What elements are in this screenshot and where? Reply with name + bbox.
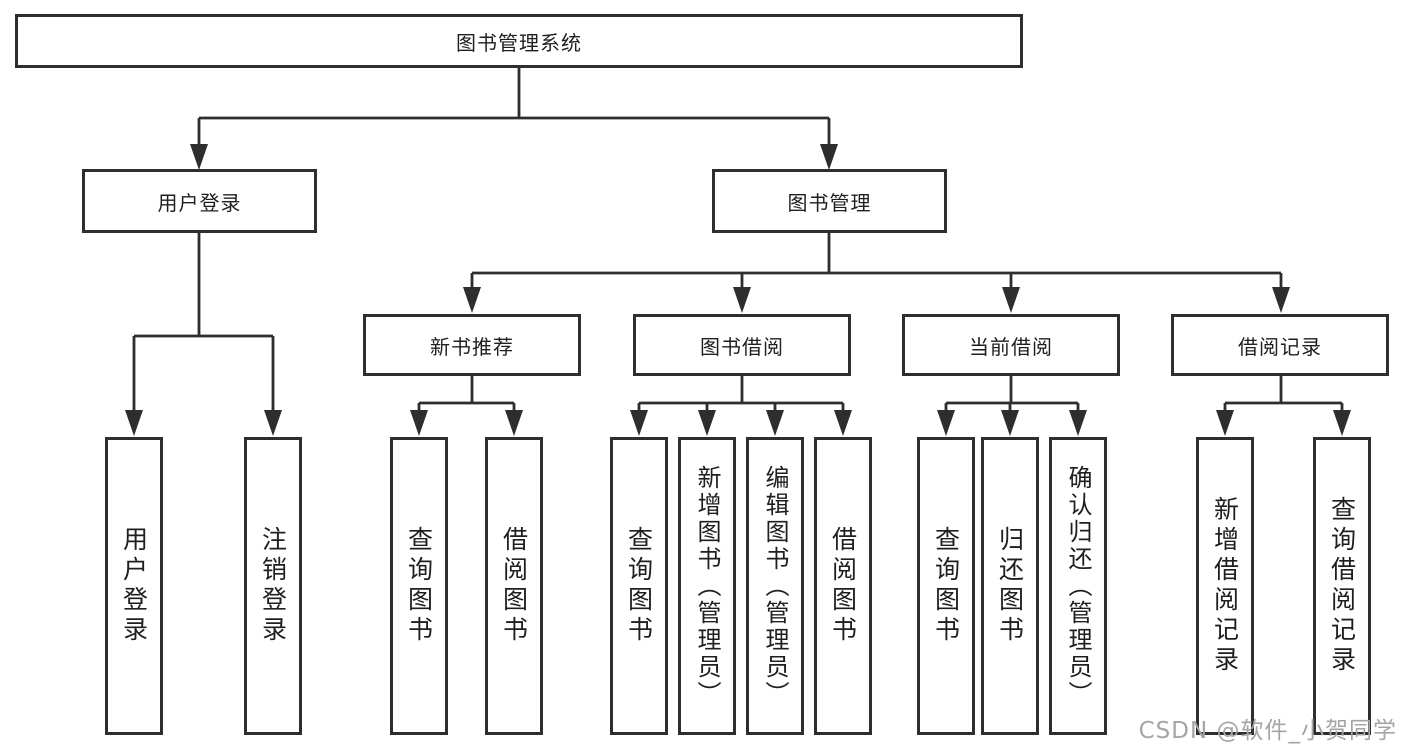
node-current-borrow: 当前借阅 [902, 314, 1120, 376]
book-mgmt-branch-arrowheads [463, 287, 1290, 313]
node-root: 图书管理系统 [15, 14, 1023, 68]
node-new-book-recommend: 新书推荐 [363, 314, 581, 376]
node-book-management: 图书管理 [712, 169, 947, 233]
leaf-query-books-current: 查询图书 [917, 437, 975, 735]
borrow-records-branch-arrowheads [1216, 410, 1351, 436]
leaf-borrow-books-recommend: 借阅图书 [485, 437, 543, 735]
node-book-borrow: 图书借阅 [633, 314, 851, 376]
leaf-logout: 注销登录 [244, 437, 302, 735]
leaf-confirm-return-admin: 确认归还（管理员） [1049, 437, 1107, 735]
current-borrow-branch-line [944, 376, 1080, 413]
node-user-login: 用户登录 [82, 169, 317, 233]
leaf-edit-books-admin: 编辑图书（管理员） [746, 437, 804, 735]
user-login-branch-arrowheads [125, 410, 282, 436]
new-book-rec-branch-line [417, 376, 516, 413]
book-borrow-branch-line [637, 376, 845, 413]
current-borrow-branch-arrowheads [937, 410, 1087, 436]
leaf-add-borrow-record: 新增借阅记录 [1196, 437, 1254, 735]
root-branch-arrowheads [190, 144, 838, 170]
root-branch-line [197, 68, 831, 146]
csdn-watermark: CSDN @软件_小贺同学 [1138, 718, 1397, 744]
book-borrow-branch-arrowheads [630, 410, 852, 436]
borrow-records-branch-line [1223, 376, 1344, 413]
leaf-query-books-borrow: 查询图书 [610, 437, 668, 735]
node-borrow-records: 借阅记录 [1171, 314, 1389, 376]
user-login-branch-line [132, 233, 275, 413]
leaf-query-books-recommend: 查询图书 [390, 437, 448, 735]
leaf-borrow-books: 借阅图书 [814, 437, 872, 735]
book-mgmt-branch-line [470, 233, 1283, 290]
leaf-user-login: 用户登录 [105, 437, 163, 735]
leaf-add-books-admin: 新增图书（管理员） [678, 437, 736, 735]
leaf-query-borrow-record: 查询借阅记录 [1313, 437, 1371, 735]
leaf-return-books: 归还图书 [981, 437, 1039, 735]
new-book-rec-branch-arrowheads [410, 410, 523, 436]
